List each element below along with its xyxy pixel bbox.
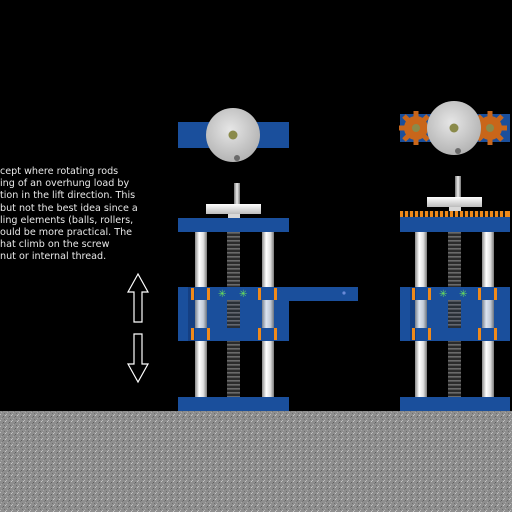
description-line: ing of an overhung load by bbox=[0, 178, 130, 190]
right-disc-hub bbox=[449, 123, 459, 133]
description-text: cept where rotating rods ing of an overh… bbox=[0, 166, 170, 264]
left-ball-marker-a: ✳ bbox=[218, 289, 226, 300]
right-upper-shaft bbox=[455, 176, 461, 198]
description-line: but not the best idea since a bbox=[0, 202, 138, 214]
ground bbox=[0, 411, 512, 512]
right-lift-mechanism: ✳ ✳ bbox=[399, 101, 510, 411]
left-disc-hub bbox=[228, 130, 238, 140]
left-upper-crossbar bbox=[178, 218, 289, 232]
description-line: nut or internal thread. bbox=[0, 251, 107, 263]
right-base bbox=[400, 397, 510, 411]
description-line: ould be more practical. The bbox=[0, 227, 133, 239]
description-line: cept where rotating rods bbox=[0, 166, 119, 177]
arrow-up-icon bbox=[126, 272, 150, 323]
left-upper-shaft bbox=[234, 183, 240, 205]
description-line: tion in the lift direction. This bbox=[0, 190, 136, 202]
left-lift-mechanism: ✳ ✳ bbox=[178, 108, 358, 411]
right-ball-marker-a: ✳ bbox=[439, 289, 447, 300]
description-line: hat climb on the screw bbox=[0, 239, 110, 251]
right-lift-plate bbox=[427, 197, 482, 207]
left-base bbox=[178, 397, 289, 411]
description-line: ling elements (balls, rollers, bbox=[0, 214, 134, 226]
right-rack-teeth bbox=[400, 211, 510, 217]
arrow-down-icon bbox=[126, 333, 150, 384]
right-upper-crossbar bbox=[400, 217, 510, 232]
left-ball-marker-b: ✳ bbox=[239, 289, 247, 300]
left-lift-plate bbox=[206, 204, 261, 214]
left-carriage-arm bbox=[286, 287, 358, 301]
right-ball-marker-b: ✳ bbox=[459, 289, 467, 300]
